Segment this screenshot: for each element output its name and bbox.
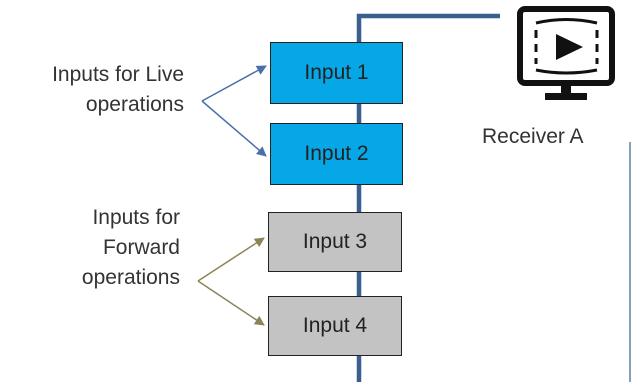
input-box-4: Input 4 <box>268 296 402 356</box>
forward-arrow-1 <box>197 237 265 282</box>
live-label-line-1: Inputs for Live <box>52 63 184 86</box>
input-box-2: Input 2 <box>270 123 403 185</box>
forward-label-line-3: operations <box>81 266 180 289</box>
input-box-1: Input 1 <box>270 42 403 104</box>
forward-arrow-2 <box>197 280 265 326</box>
live-label-line-2: operations <box>85 93 184 116</box>
receiver-label: Receiver A <box>482 125 584 148</box>
monitor-play-icon <box>517 6 615 100</box>
live-arrow-2 <box>201 100 267 157</box>
input-box-3: Input 3 <box>268 212 402 272</box>
forward-inputs-label: Inputs for Forward operations <box>82 203 180 293</box>
live-inputs-label: Inputs for Live operations <box>52 60 184 120</box>
forward-label-line-1: Inputs for <box>92 206 180 229</box>
live-arrow-1 <box>201 65 267 102</box>
forward-label-line-2: Forward <box>102 236 180 259</box>
